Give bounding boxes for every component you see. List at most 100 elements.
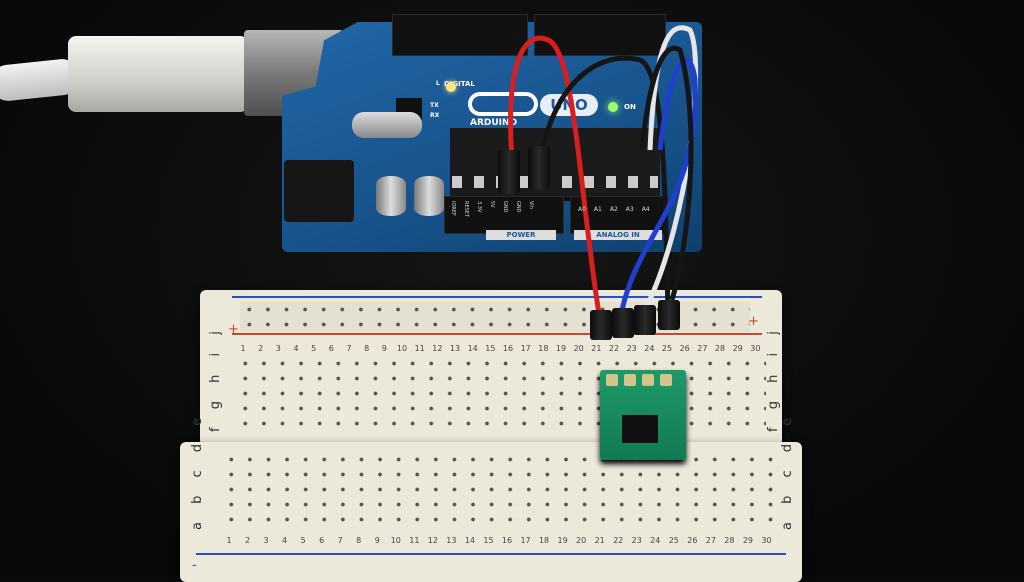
column-number: 22 <box>613 536 624 545</box>
solder-pad <box>660 374 672 386</box>
solder-pad <box>606 374 618 386</box>
column-number: 27 <box>697 344 708 353</box>
column-number: 23 <box>626 344 637 353</box>
column-number: 30 <box>750 344 761 353</box>
analog-pin-labels: A0 A1 A2 A3 A4 <box>578 206 650 213</box>
digital-header-left <box>392 14 528 56</box>
column-number: 4 <box>293 344 299 353</box>
column-number: 20 <box>573 344 584 353</box>
column-number: 18 <box>538 536 550 545</box>
wire-connector-housing <box>634 305 656 335</box>
column-number: 28 <box>714 344 726 353</box>
blue-rail-line <box>232 296 762 298</box>
pin-label: 5V <box>489 201 495 208</box>
arduino-logo-text: ARDUINO <box>470 118 518 128</box>
column-number: 25 <box>668 536 679 545</box>
column-number: 3 <box>275 344 281 353</box>
column-number: 21 <box>591 344 602 353</box>
pin-label: 3.3V <box>476 201 482 213</box>
solder-pad <box>642 374 654 386</box>
wire-connector-housing <box>528 146 550 190</box>
column-number: 29 <box>742 536 754 545</box>
white-wire <box>642 25 699 312</box>
pin-label: GND <box>515 201 521 213</box>
pin-label: GND <box>502 201 508 213</box>
minus-sign: - <box>192 558 197 573</box>
column-number: 5 <box>311 344 317 353</box>
column-number: 10 <box>390 536 401 545</box>
red-rail-line <box>232 333 762 335</box>
column-number: 9 <box>381 344 387 353</box>
rx-label: RX <box>430 112 440 119</box>
pin-label: A3 <box>625 206 634 213</box>
column-number: 20 <box>576 536 587 545</box>
column-number: 5 <box>300 536 306 545</box>
power-jack <box>284 160 354 222</box>
black-wire <box>639 45 694 301</box>
column-number: 8 <box>364 344 370 353</box>
column-number: 24 <box>650 536 661 545</box>
column-number: 6 <box>319 536 325 545</box>
column-number: 18 <box>538 344 549 353</box>
power-label: POWER <box>486 230 556 240</box>
pin-label: A4 <box>641 206 650 213</box>
solder-pad <box>624 374 636 386</box>
column-number: 19 <box>557 536 568 545</box>
column-number: 15 <box>485 344 496 353</box>
sensor-ic <box>622 415 658 443</box>
on-led <box>608 102 618 112</box>
pin-label: RESET <box>463 201 469 218</box>
column-number: 11 <box>414 344 425 353</box>
column-number: 7 <box>337 536 343 545</box>
arduino-infinity-logo <box>468 92 538 116</box>
column-number: 1 <box>226 536 232 545</box>
column-number: 2 <box>258 344 264 353</box>
column-number: 3 <box>263 536 269 545</box>
capacitor <box>414 176 444 216</box>
capacitor <box>376 176 406 216</box>
column-number: 4 <box>282 536 288 545</box>
column-number: 19 <box>555 344 567 353</box>
plus-sign: + <box>228 322 239 337</box>
column-number: 25 <box>661 344 673 353</box>
column-number: 6 <box>328 344 334 353</box>
blue-rail-line <box>196 553 786 555</box>
pin-label: A1 <box>593 206 602 213</box>
power-pin-labels: IOREF RESET 3.3V 5V GND GND Vin <box>450 201 534 217</box>
column-number: 8 <box>356 536 362 545</box>
blue-wire <box>619 57 698 311</box>
column-number: 30 <box>761 536 772 545</box>
column-number: 1 <box>240 344 246 353</box>
pin-label: Vin <box>528 201 534 209</box>
red-wire <box>508 35 603 321</box>
column-number: 10 <box>396 344 408 353</box>
wire-connector-housing <box>498 150 520 194</box>
column-number: 23 <box>631 536 642 545</box>
tx-label: TX <box>430 102 439 109</box>
column-number: 21 <box>594 536 605 545</box>
column-number: 29 <box>732 344 743 353</box>
column-number: 12 <box>427 536 438 545</box>
column-number: 17 <box>520 536 531 545</box>
column-number: 22 <box>608 344 620 353</box>
column-number: 2 <box>244 536 251 545</box>
wire-connector-housing <box>590 310 612 340</box>
analog-label: ANALOG IN <box>574 230 662 240</box>
column-number: 24 <box>644 344 655 353</box>
usb-plug <box>68 36 248 112</box>
column-number: 26 <box>679 344 690 353</box>
column-number: 15 <box>483 536 494 545</box>
column-number: 7 <box>346 344 352 353</box>
terminal-strip-abcde <box>222 452 778 530</box>
column-number: 9 <box>374 536 380 545</box>
column-number: 13 <box>446 536 457 545</box>
column-number: 11 <box>409 536 420 545</box>
digital-header-right <box>534 14 666 56</box>
pin-label: IOREF <box>450 201 456 216</box>
column-number: 26 <box>687 536 698 545</box>
digital-label: DIGITAL <box>444 80 475 88</box>
plus-sign: + <box>748 314 759 329</box>
pin-label: A0 <box>578 206 586 213</box>
column-number: 28 <box>724 536 735 545</box>
